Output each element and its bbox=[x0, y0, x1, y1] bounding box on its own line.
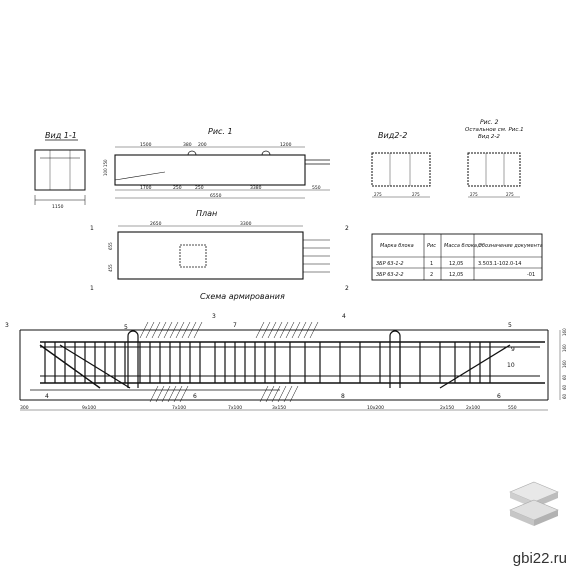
svg-text:1: 1 bbox=[90, 285, 94, 292]
svg-text:2650: 2650 bbox=[150, 221, 162, 227]
svg-text:3300: 3300 bbox=[240, 221, 252, 227]
reinforcement-scheme: Схема армирования bbox=[5, 292, 567, 411]
svg-text:3.503.1-102.0-14: 3.503.1-102.0-14 bbox=[478, 261, 521, 267]
site-logo bbox=[506, 478, 562, 534]
svg-text:60: 60 bbox=[562, 374, 567, 380]
svg-text:250: 250 bbox=[173, 185, 182, 191]
svg-text:Масса блока,т: Масса блока,т bbox=[444, 243, 483, 249]
svg-text:275: 275 bbox=[470, 192, 478, 197]
svg-text:6: 6 bbox=[193, 393, 197, 400]
svg-text:1500: 1500 bbox=[140, 142, 152, 148]
svg-text:10: 10 bbox=[507, 362, 515, 369]
svg-text:100 150: 100 150 bbox=[103, 159, 108, 176]
svg-text:160: 160 bbox=[562, 328, 567, 336]
fig-2-view: Рис. 2 Остальное см. Рис.1 Вид 2-2 275 2… bbox=[465, 119, 524, 198]
svg-text:12,05: 12,05 bbox=[449, 272, 463, 278]
svg-text:2: 2 bbox=[345, 285, 349, 292]
svg-text:3: 3 bbox=[5, 322, 9, 329]
view-1-1-title: Вид 1-1 bbox=[45, 131, 77, 140]
svg-text:275: 275 bbox=[374, 192, 382, 197]
svg-text:5: 5 bbox=[508, 322, 512, 329]
svg-text:4: 4 bbox=[342, 313, 346, 320]
fig-2-title: Рис. 2 bbox=[480, 119, 499, 126]
svg-text:6: 6 bbox=[497, 393, 501, 400]
svg-text:Рис: Рис bbox=[427, 243, 436, 249]
block-plan bbox=[117, 231, 304, 280]
svg-text:9x100: 9x100 bbox=[82, 405, 96, 411]
lifting-loop-bar-right bbox=[389, 330, 401, 388]
fig-2-note: Остальное см. Рис.1 bbox=[465, 127, 524, 133]
svg-text:455: 455 bbox=[108, 264, 113, 272]
svg-text:550: 550 bbox=[508, 405, 517, 411]
svg-text:9: 9 bbox=[511, 346, 515, 353]
svg-text:6550: 6550 bbox=[210, 193, 222, 199]
svg-text:1: 1 bbox=[90, 225, 94, 232]
svg-text:655: 655 bbox=[108, 242, 113, 250]
svg-text:-01: -01 bbox=[527, 272, 535, 278]
svg-text:5: 5 bbox=[124, 324, 128, 331]
view-2-2-title: Вид2-2 bbox=[378, 131, 407, 140]
svg-text:Марка блока: Марка блока bbox=[380, 243, 414, 249]
lifting-loop-left bbox=[187, 150, 197, 156]
svg-text:300: 300 bbox=[20, 405, 29, 411]
hatching bbox=[139, 321, 319, 403]
stirrups bbox=[44, 342, 491, 383]
svg-text:275: 275 bbox=[412, 192, 420, 197]
svg-text:Обозначение документа: Обозначение документа bbox=[478, 243, 543, 249]
svg-text:4: 4 bbox=[45, 393, 49, 400]
svg-text:2x100: 2x100 bbox=[466, 405, 480, 411]
fig-1-title: Рис. 1 bbox=[208, 127, 233, 136]
svg-text:1: 1 bbox=[430, 261, 433, 267]
svg-text:1200: 1200 bbox=[280, 142, 292, 148]
svg-text:7x100: 7x100 bbox=[172, 405, 186, 411]
svg-text:3БР 63-1-2: 3БР 63-1-2 bbox=[376, 261, 404, 267]
view-2-2: Вид2-2 275 275 bbox=[371, 131, 431, 198]
svg-text:12,05: 12,05 bbox=[449, 261, 463, 267]
svg-text:7x100: 7x100 bbox=[228, 405, 242, 411]
lifting-loop-bar-left bbox=[127, 330, 139, 388]
svg-text:2: 2 bbox=[345, 225, 349, 232]
svg-text:3380: 3380 bbox=[250, 185, 262, 191]
watermark: gbi22.ru bbox=[512, 550, 567, 567]
fig-2-view-title: Вид 2-2 bbox=[478, 134, 500, 140]
svg-text:160: 160 bbox=[562, 360, 567, 368]
plan-view: План 2650 3300 655 455 1 1 2 2 bbox=[90, 209, 349, 292]
svg-text:2x150: 2x150 bbox=[440, 405, 454, 411]
view-1-1: Вид 1-1 1150 bbox=[34, 131, 86, 210]
svg-text:380: 380 bbox=[183, 142, 192, 148]
block-spec-table: Марка блока Рис Масса блока,т Обозначени… bbox=[371, 233, 543, 281]
svg-text:1700: 1700 bbox=[140, 185, 152, 191]
plan-title: План bbox=[196, 209, 217, 218]
svg-text:3: 3 bbox=[212, 313, 216, 320]
svg-text:3БР 63-2-2: 3БР 63-2-2 bbox=[376, 272, 404, 278]
svg-text:200: 200 bbox=[198, 142, 207, 148]
svg-text:250: 250 bbox=[195, 185, 204, 191]
scheme-title: Схема армирования bbox=[200, 292, 285, 301]
svg-text:2: 2 bbox=[430, 272, 433, 278]
lifting-loop-right bbox=[261, 150, 271, 156]
svg-text:10x200: 10x200 bbox=[367, 405, 384, 411]
svg-text:550: 550 bbox=[312, 185, 321, 191]
svg-text:7: 7 bbox=[233, 322, 237, 329]
svg-text:60: 60 bbox=[562, 393, 567, 399]
block-elevation bbox=[114, 154, 306, 186]
svg-text:1150: 1150 bbox=[52, 204, 64, 210]
svg-text:8: 8 bbox=[341, 393, 345, 400]
svg-text:3x150: 3x150 bbox=[272, 405, 286, 411]
svg-text:60: 60 bbox=[562, 384, 567, 390]
svg-text:275: 275 bbox=[506, 192, 514, 197]
fig-1-elevation: Рис. 1 1500 380 200 1200 1700 250 250 33… bbox=[103, 127, 330, 199]
svg-text:160: 160 bbox=[562, 344, 567, 352]
